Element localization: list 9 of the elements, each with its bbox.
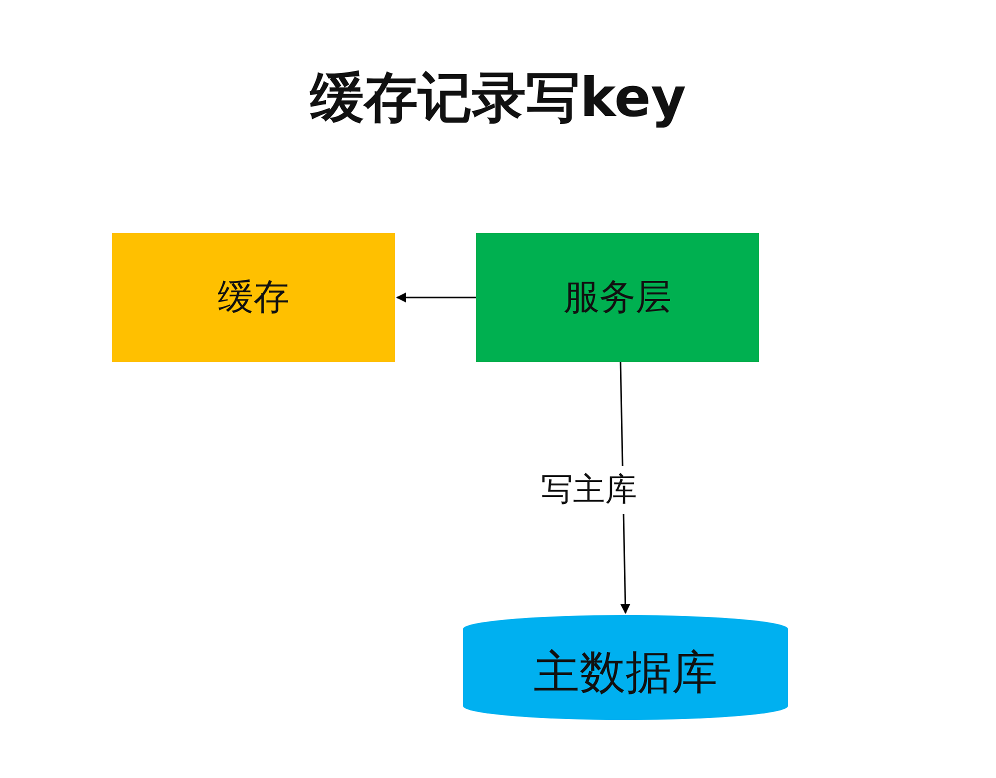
arrow: [396, 292, 476, 302]
database-cylinder: [463, 615, 788, 720]
title: 缓存记录写key: [308, 65, 688, 131]
arrow: [620, 362, 630, 614]
node-label: 服务层: [564, 276, 672, 320]
node-label: 缓存: [218, 276, 290, 320]
process-box: [476, 233, 759, 362]
process-box: [112, 233, 395, 362]
node-label: 主数据库: [534, 644, 718, 700]
